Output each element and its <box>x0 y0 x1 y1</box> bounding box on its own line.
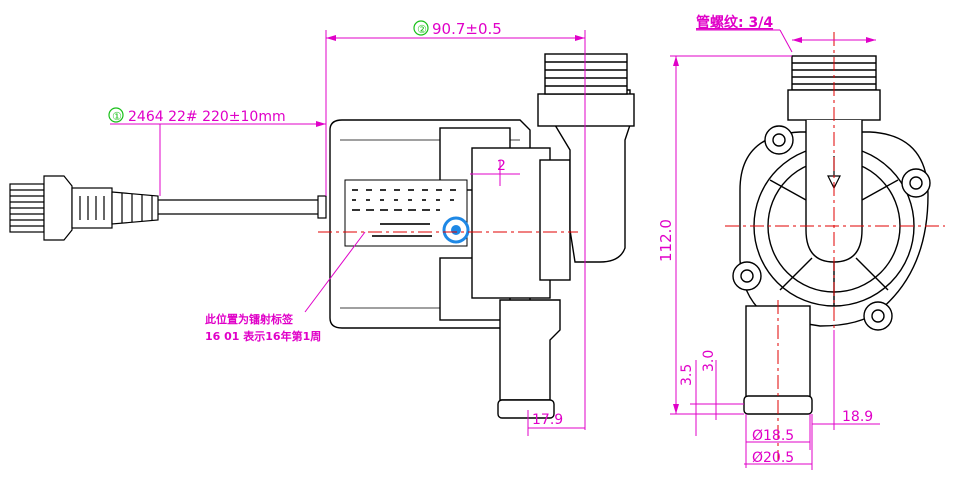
height-112-label: 112.0 <box>657 219 675 262</box>
front-dim-arrows <box>673 37 876 414</box>
side-view <box>9 53 635 419</box>
side-dimensions <box>110 30 586 436</box>
side-dim-arrows <box>316 35 585 127</box>
laser-note-line2: 16 01 表示16年第1周 <box>205 329 321 343</box>
cable-dimension-text: 2464 22# 220±10mm <box>128 109 286 125</box>
outlet-elbow <box>537 53 635 263</box>
dia-18-5-label: Ø18.5 <box>752 428 794 444</box>
overall-length-text: 90.7±0.5 <box>432 20 502 38</box>
cable-dimension-label: ① 2464 22# 220±10mm <box>108 107 286 125</box>
cable <box>158 195 327 219</box>
laser-label <box>344 179 470 247</box>
inlet-nozzle <box>497 299 561 419</box>
dim-17-9-label: 17.9 <box>532 412 563 428</box>
cable-connector <box>9 175 159 241</box>
overall-length-index: ② <box>417 23 427 36</box>
dim-18-9-label: 18.9 <box>842 409 873 425</box>
dia-20-5-label: Ø20.5 <box>752 450 794 466</box>
overall-length-label: ② 90.7±0.5 <box>413 20 502 38</box>
offset-2-label: 2 <box>497 158 506 174</box>
cable-dimension-index: ① <box>112 110 122 123</box>
front-dimensions <box>670 29 880 470</box>
dim-3-5-label: 3.5 <box>679 364 695 386</box>
front-view <box>732 55 931 415</box>
thread-spec-label: 管螺纹: 3/4 <box>696 14 773 31</box>
dim-3-0-label: 3.0 <box>701 350 717 372</box>
laser-note-line1: 此位置为镭射标签 <box>205 312 294 326</box>
